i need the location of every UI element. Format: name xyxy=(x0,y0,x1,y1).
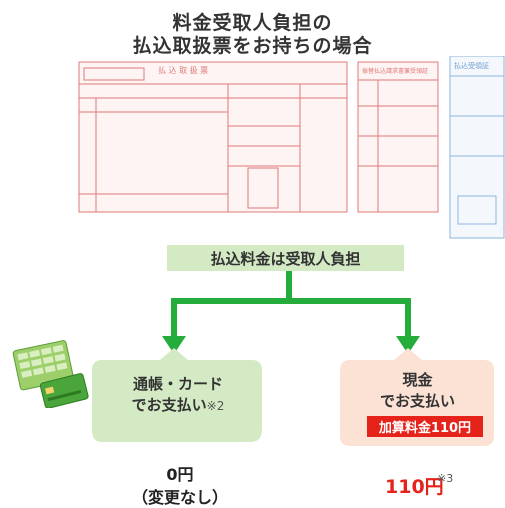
slip-header-mid: 振替払込請求書兼受領証 xyxy=(362,67,428,75)
left-amount: 0円 xyxy=(166,465,194,484)
right-bubble-text: 現金 でお支払い xyxy=(340,370,495,412)
title-line-1: 料金受取人負担の xyxy=(172,12,333,34)
arrow-head-right xyxy=(396,336,420,354)
left-amount-sub: （変更なし） xyxy=(131,488,228,507)
slip-header-right: 払込受領証 xyxy=(454,61,489,70)
extra-fee-badge: 加算料金110円 xyxy=(367,416,483,437)
left-line-2: でお支払い※2 xyxy=(92,395,264,417)
left-line-2-text: でお支払い xyxy=(131,396,207,414)
right-line-2: でお支払い xyxy=(379,392,455,410)
left-line-1: 通帳・カード xyxy=(132,375,223,393)
right-amount-note: ※3 xyxy=(437,472,454,485)
right-amount: 110円 xyxy=(385,476,444,498)
passbook-and-card-icon xyxy=(12,340,89,408)
split-label: 払込料金は受取人負担 xyxy=(167,245,404,271)
payment-slip-illustration: 払 込 取 扱 票 振替払込請求書兼受領証 払込受領証 xyxy=(78,56,505,239)
left-bubble-text: 通帳・カード でお支払い※2 xyxy=(92,374,264,417)
slip-header-left: 払 込 取 扱 票 xyxy=(158,65,208,75)
title-line-2: 払込取扱票をお持ちの場合 xyxy=(132,35,373,57)
green-bubble xyxy=(92,348,262,442)
left-note: ※2 xyxy=(206,399,225,413)
right-line-1: 現金 xyxy=(402,371,433,389)
arrow-head-left xyxy=(162,336,186,354)
